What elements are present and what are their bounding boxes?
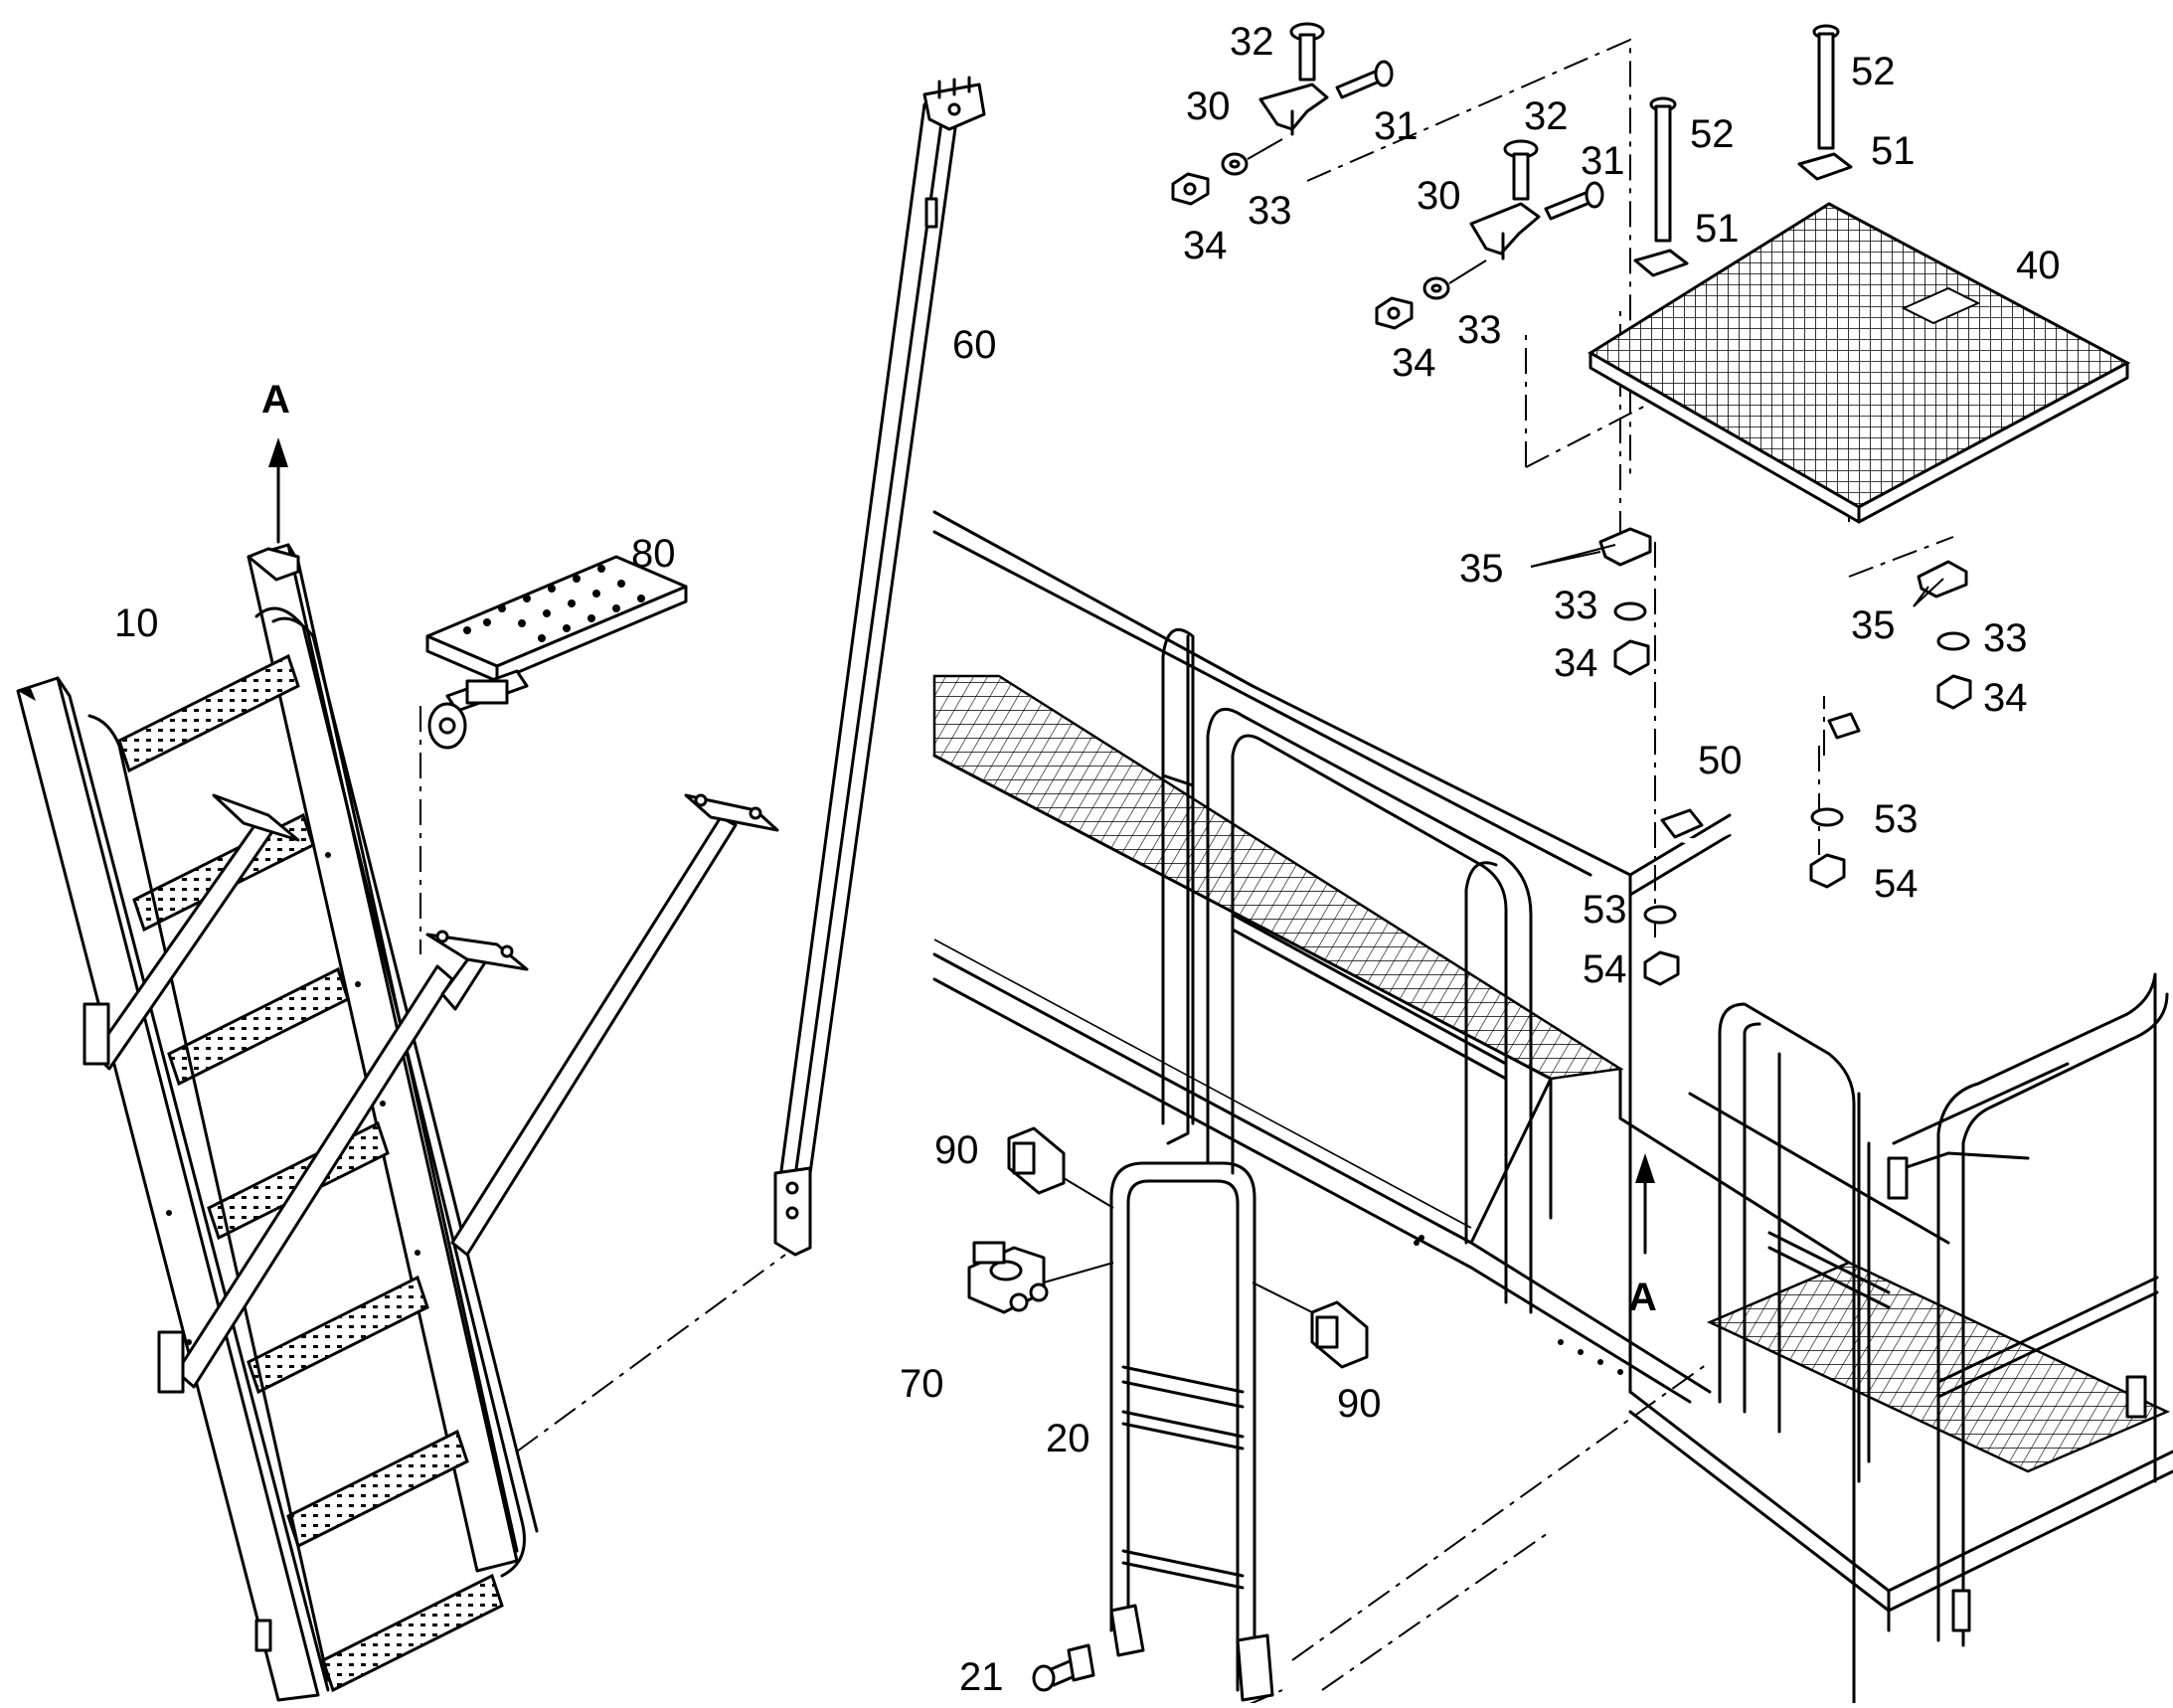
callout-35-right: 35 xyxy=(1851,603,1896,647)
stair-treads xyxy=(117,653,504,1693)
callout-51-left: 51 xyxy=(1695,207,1740,251)
callout-33-upper: 33 xyxy=(1248,189,1292,233)
view-arrow-bottom xyxy=(1635,1153,1655,1255)
callout-70: 70 xyxy=(900,1362,944,1406)
gate-assembly xyxy=(967,1126,1369,1702)
grating-panel xyxy=(1530,24,2131,986)
callout-53-right: 53 xyxy=(1874,797,1919,841)
callout-50: 50 xyxy=(1698,739,1743,782)
callout-33-left: 33 xyxy=(1554,584,1598,627)
callout-33-lower: 33 xyxy=(1457,308,1502,352)
callout-90-left: 90 xyxy=(934,1128,979,1172)
callout-31-upper: 31 xyxy=(1374,104,1419,148)
callout-labels: 10 80 60 30 32 31 33 34 30 32 31 33 34 5… xyxy=(114,20,2061,1699)
view-arrow-top xyxy=(268,437,288,544)
callout-35-left: 35 xyxy=(1459,547,1504,591)
walkway-handrails xyxy=(1161,627,2169,1708)
callout-54-right: 54 xyxy=(1874,862,1919,906)
view-marker-a-bottom: A xyxy=(1628,1276,1657,1319)
callout-80: 80 xyxy=(631,532,676,576)
callout-10: 10 xyxy=(114,601,159,645)
callout-32-upper: 32 xyxy=(1230,20,1274,64)
callout-54-left: 54 xyxy=(1583,947,1627,991)
callout-34-upper: 34 xyxy=(1183,224,1228,267)
callout-90-right: 90 xyxy=(1337,1382,1382,1426)
callout-60: 60 xyxy=(952,323,997,367)
callout-34-right: 34 xyxy=(1983,676,2028,720)
stairway-ladder xyxy=(16,543,779,1702)
callout-52-left: 52 xyxy=(1690,112,1735,156)
callout-34-left: 34 xyxy=(1554,641,1598,685)
callout-32-lower: 32 xyxy=(1524,94,1569,138)
callout-20: 20 xyxy=(1046,1417,1090,1460)
callout-53-left: 53 xyxy=(1583,888,1627,932)
fixing-set-upper xyxy=(1171,22,1604,330)
callout-51-right: 51 xyxy=(1871,129,1916,173)
step-plate xyxy=(425,555,688,750)
callout-30-lower: 30 xyxy=(1417,174,1461,218)
callout-30-upper: 30 xyxy=(1186,85,1231,128)
callout-40: 40 xyxy=(2016,244,2061,287)
long-strut xyxy=(773,76,986,1257)
view-marker-a-top: A xyxy=(261,378,290,422)
callout-34-lower: 34 xyxy=(1392,341,1436,385)
callout-21: 21 xyxy=(959,1655,1004,1699)
assembly-center-lines xyxy=(419,38,1954,1706)
callout-52-right: 52 xyxy=(1851,50,1896,93)
callout-31-lower: 31 xyxy=(1581,139,1625,183)
callout-33-right: 33 xyxy=(1983,616,2028,660)
